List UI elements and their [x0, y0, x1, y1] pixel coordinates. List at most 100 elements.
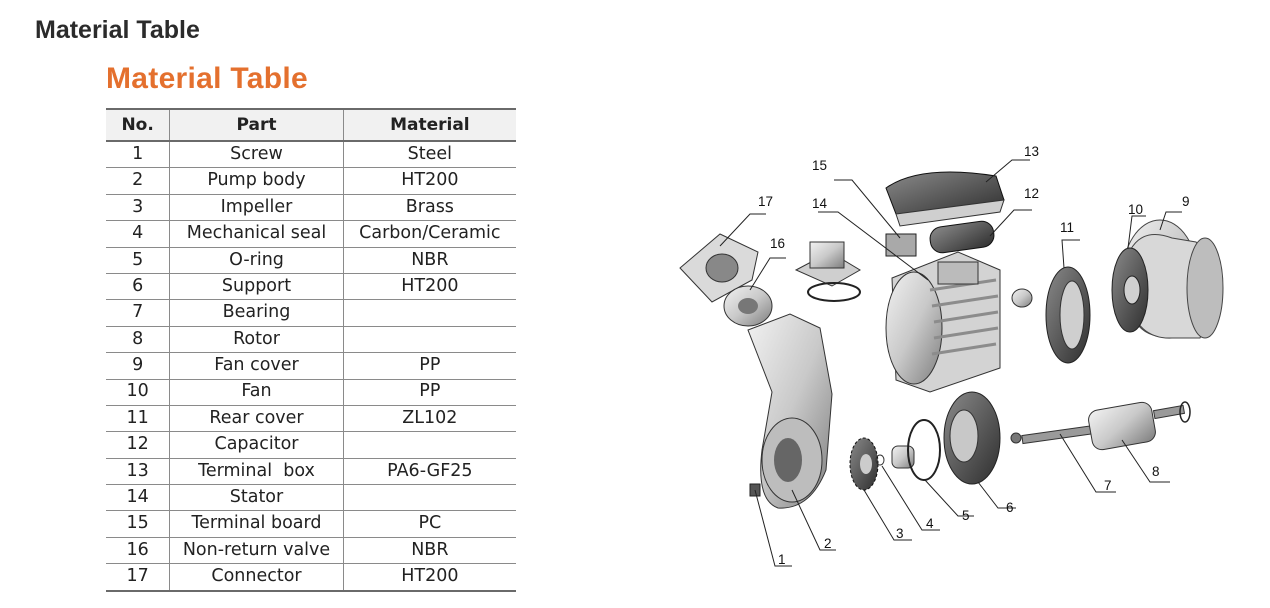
cell-part: O-ring: [169, 247, 344, 274]
cell-no: 16: [106, 537, 170, 565]
impeller-part: [849, 437, 879, 491]
callout-9: 9: [1182, 194, 1190, 209]
cell-material: HT200: [342, 167, 516, 195]
callout-5: 5: [962, 508, 970, 523]
cell-no: 2: [106, 167, 170, 195]
cell-no: 6: [106, 273, 170, 301]
cell-material: ZL102: [342, 405, 516, 433]
column-header-part: Part: [169, 108, 344, 142]
non-return-valve-part: [723, 285, 773, 327]
rotor-part: [1088, 401, 1191, 451]
callout-4: 4: [926, 516, 934, 531]
cell-part: Rear cover: [169, 405, 344, 433]
cell-no: 5: [106, 247, 170, 274]
cell-part: Fan: [169, 379, 344, 406]
cell-material: NBR: [342, 537, 516, 565]
callout-17: 17: [758, 194, 773, 209]
cell-material: PP: [342, 379, 516, 406]
terminal-board-part: [885, 233, 917, 257]
cell-part: Mechanical seal: [169, 220, 344, 248]
cell-material: PC: [342, 510, 516, 538]
cell-part: Fan cover: [169, 352, 344, 380]
cell-part: Pump body: [169, 167, 344, 195]
bearing-small-part: [1011, 288, 1033, 308]
capacitor-part: [929, 220, 995, 254]
callout-leaders: [719, 159, 1182, 567]
callout-10: 10: [1128, 202, 1143, 217]
stator-part: [885, 251, 1001, 393]
cell-material: [342, 326, 516, 354]
fan-part: [1111, 247, 1149, 333]
cell-material: Steel: [342, 141, 516, 169]
cell-no: 7: [106, 299, 170, 327]
column-header-material: Material: [342, 108, 516, 142]
callout-12: 12: [1024, 186, 1039, 201]
cell-no: 13: [106, 458, 170, 486]
cell-part: Capacitor: [169, 431, 344, 459]
cell-no: 3: [106, 194, 170, 222]
cell-material: HT200: [342, 563, 516, 592]
cell-no: 10: [106, 379, 170, 406]
outlet-flange-part: [794, 241, 861, 302]
callout-15: 15: [812, 158, 827, 173]
cell-no: 15: [106, 510, 170, 538]
support-part: [943, 391, 1001, 485]
cell-part: Support: [169, 273, 344, 301]
terminal-box-part: [885, 171, 1005, 227]
page-title: Material Table: [35, 16, 200, 44]
callout-3: 3: [896, 526, 904, 541]
cell-material: [342, 299, 516, 327]
cell-material: Carbon/Ceramic: [342, 220, 516, 248]
rear-cover-part: [1045, 266, 1091, 364]
cell-material: [342, 484, 516, 512]
cell-material: [342, 431, 516, 459]
cell-material: NBR: [342, 247, 516, 274]
cell-part: Rotor: [169, 326, 344, 354]
cell-no: 17: [106, 563, 170, 592]
callout-13: 13: [1024, 144, 1039, 159]
cell-part: Stator: [169, 484, 344, 512]
cell-no: 1: [106, 141, 170, 169]
callout-6: 6: [1006, 500, 1014, 515]
material-table-heading: Material Table: [106, 62, 309, 95]
callout-7: 7: [1104, 478, 1112, 493]
cell-material: HT200: [342, 273, 516, 301]
cell-material: PP: [342, 352, 516, 380]
cell-part: Non-return valve: [169, 537, 344, 565]
cell-part: Screw: [169, 141, 344, 169]
connector-part: [679, 233, 759, 303]
callout-8: 8: [1152, 464, 1160, 479]
callout-11: 11: [1060, 220, 1074, 235]
cell-part: Terminal box: [169, 458, 344, 486]
callout-14: 14: [812, 196, 828, 211]
cell-no: 12: [106, 431, 170, 459]
cell-material: PA6-GF25: [342, 458, 516, 486]
cell-part: Bearing: [169, 299, 344, 327]
callout-16: 16: [770, 236, 785, 251]
cell-no: 9: [106, 352, 170, 380]
cell-no: 8: [106, 326, 170, 354]
cell-material: Brass: [342, 194, 516, 222]
column-header-no: No.: [106, 108, 170, 142]
cell-part: Terminal board: [169, 510, 344, 538]
cell-part: Connector: [169, 563, 344, 592]
callout-2: 2: [824, 536, 832, 551]
